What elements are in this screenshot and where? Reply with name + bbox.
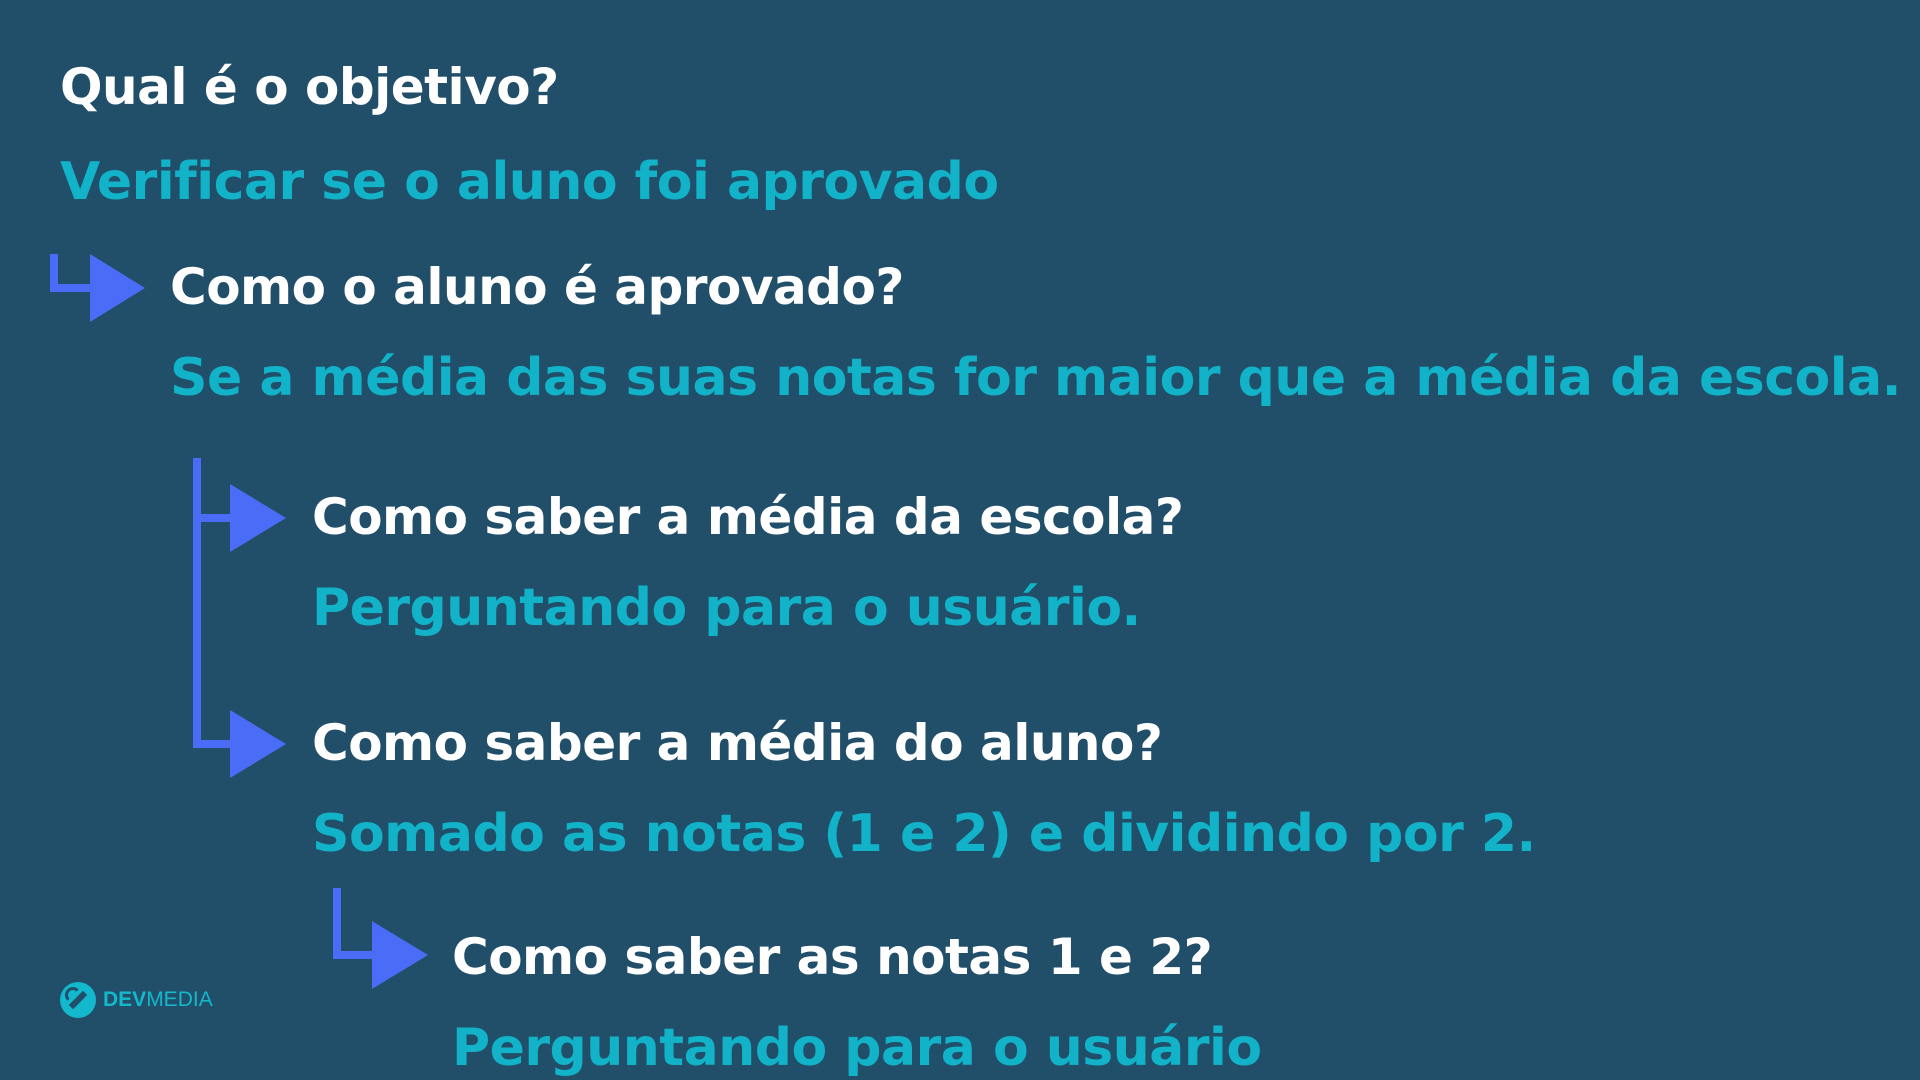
answer-school-average: Perguntando para o usuário.	[312, 578, 1141, 638]
question-approval: Como o aluno é aprovado?	[170, 258, 904, 316]
answer-approval: Se a média das suas notas for maior que …	[170, 348, 1901, 408]
question-student-average: Como saber a média do aluno?	[312, 714, 1163, 772]
devmedia-logo: DEVMEDIA	[60, 980, 213, 1020]
answer-grades: Perguntando para o usuário	[452, 1018, 1262, 1078]
arrow-level-1-icon	[50, 254, 145, 322]
question-school-average: Como saber a média da escola?	[312, 488, 1184, 546]
arrow-level-3-icon	[333, 888, 428, 989]
answer-objective: Verificar se o aluno foi aprovado	[60, 152, 999, 212]
devmedia-logo-icon	[60, 982, 96, 1018]
devmedia-logo-text: DEVMEDIA	[103, 988, 213, 1012]
question-objective: Qual é o objetivo?	[60, 58, 559, 116]
logo-brand-bold: DEV	[103, 988, 147, 1011]
logo-brand-light: MEDIA	[146, 988, 213, 1011]
arrow-level-2-icon	[193, 458, 286, 778]
answer-student-average: Somado as notas (1 e 2) e dividindo por …	[312, 804, 1536, 864]
question-grades: Como saber as notas 1 e 2?	[452, 928, 1213, 986]
